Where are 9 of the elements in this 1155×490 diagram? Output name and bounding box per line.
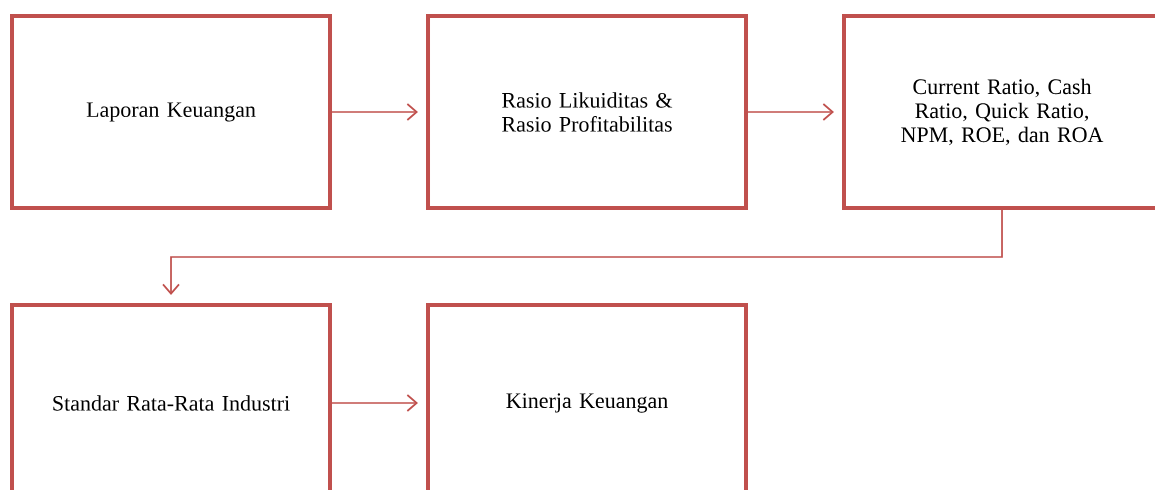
process-box: Rasio Likuiditas & Rasio Profitabilitas (426, 14, 748, 210)
process-box: Standar Rata-Rata Industri (10, 303, 332, 490)
arrow (331, 394, 418, 412)
arrow (747, 103, 834, 121)
arrow (331, 103, 418, 121)
process-box: Current Ratio, Cash Ratio, Quick Ratio, NPM, ROE, dan ROA (842, 14, 1155, 210)
process-box: Laporan Keuangan (10, 14, 332, 210)
arrow (162, 209, 1003, 295)
process-box: Kinerja Keuangan (426, 303, 748, 490)
